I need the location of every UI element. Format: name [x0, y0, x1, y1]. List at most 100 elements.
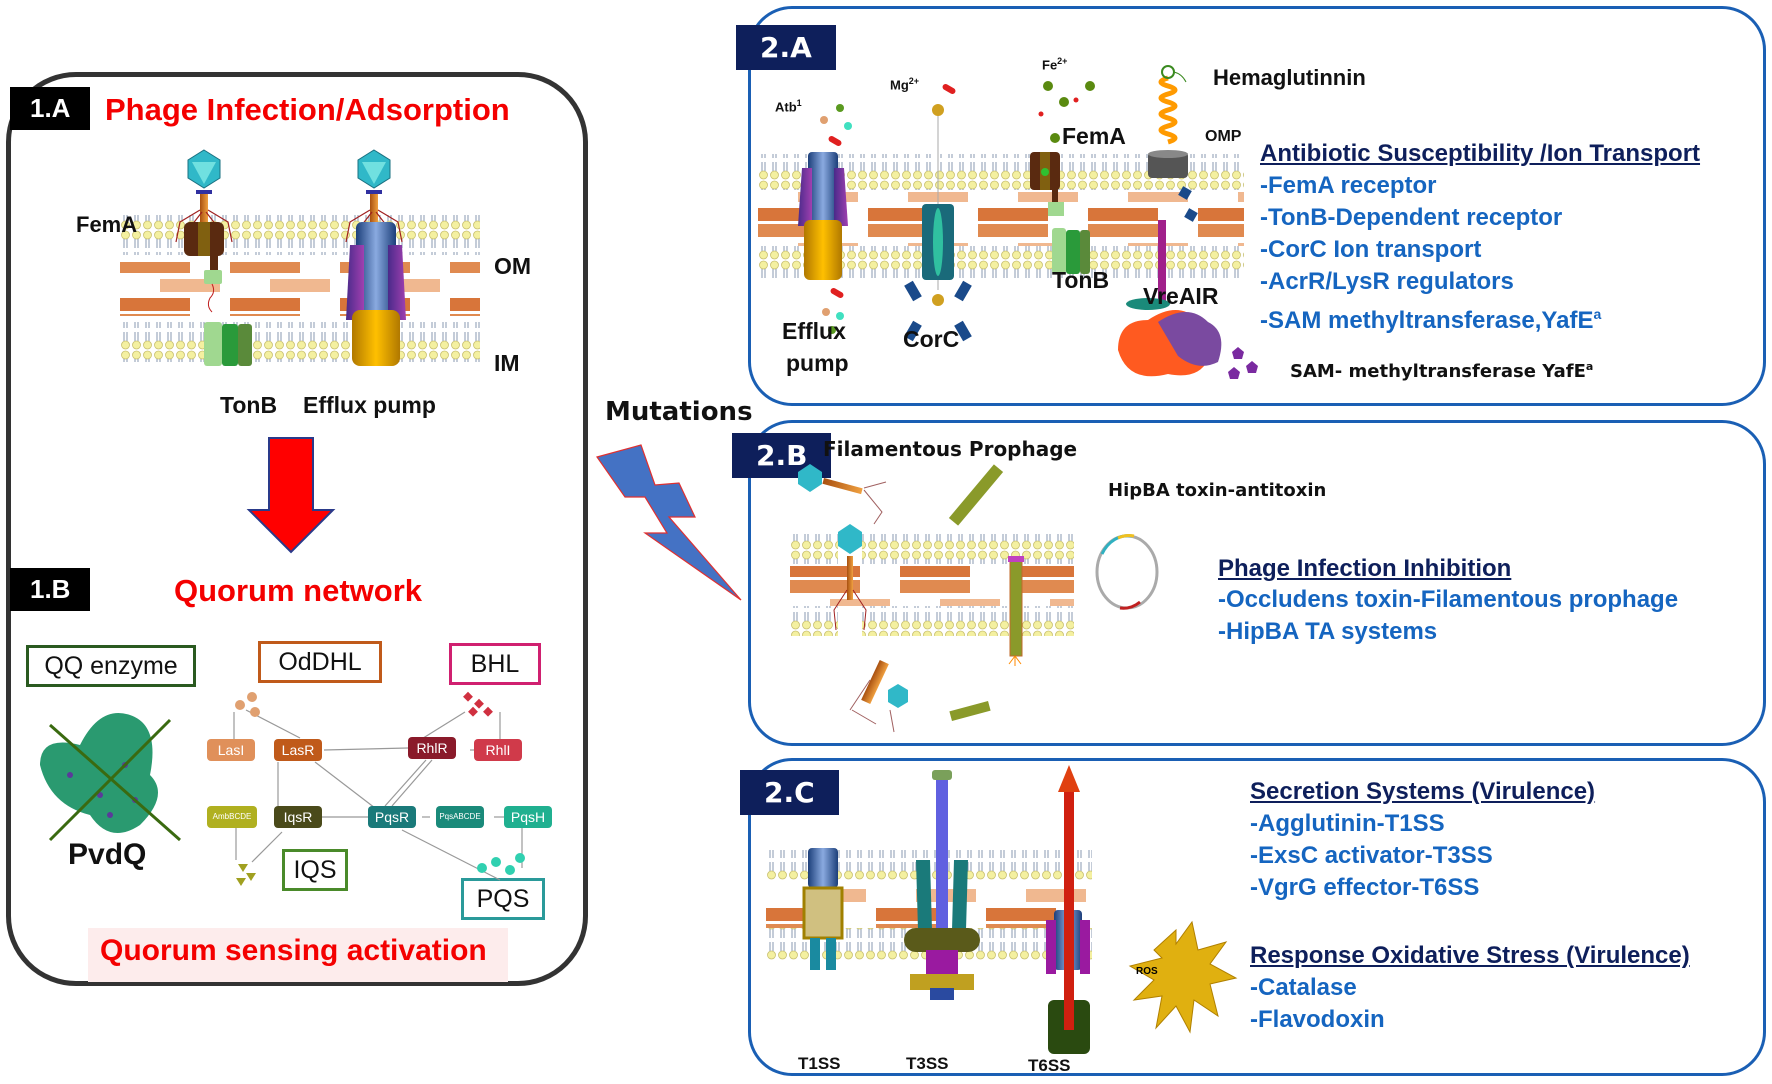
panel-1: [6, 72, 588, 986]
mg-text: Mg: [890, 77, 909, 93]
corc-icon: [904, 84, 972, 342]
t1ss-icon: [802, 848, 844, 970]
mutations-label: Mutations: [605, 397, 753, 427]
fe-text: Fe: [1042, 57, 1058, 73]
node-pqsr: PqsR: [368, 806, 416, 828]
label-hipba: HipBA toxin-antitoxin: [1108, 480, 1327, 501]
label-im: IM: [494, 350, 520, 376]
free-phage-icon: [798, 464, 887, 525]
quorum-network-edges: [230, 691, 525, 886]
tonb-icon: [1052, 228, 1090, 274]
panel-2c: [748, 758, 1766, 1076]
box-oddhl: OdDHL: [258, 641, 382, 683]
node-pqsabcde: PqsABCDE: [436, 806, 484, 828]
broken-phage-icon: [849, 659, 991, 733]
inner-membrane: [120, 322, 480, 362]
phage-icon: [345, 149, 403, 243]
panel-2a-heading: Antibiotic Susceptibility /Ion Transport: [1260, 140, 1701, 167]
fema-receptor-icon: [184, 222, 224, 313]
phage-icon: [833, 524, 867, 631]
node-iqsr: IqsR: [274, 806, 322, 828]
panel-2c-heading-1: Secretion Systems (Virulence): [1250, 778, 1596, 805]
oddhl-molecules-icon: [235, 692, 260, 717]
pvdq-protein-icon: [40, 713, 181, 842]
label-filamentous-prophage: Filamentous Prophage: [823, 437, 1078, 461]
list-item-sup: a: [1593, 306, 1602, 322]
label-tonb: TonB: [220, 392, 278, 418]
iqs-molecules-icon: [236, 864, 256, 886]
sam-text: SAM- methyltransferase YafE: [1290, 361, 1586, 382]
label-corc: CorC: [903, 326, 960, 352]
panel-2c-list-2: -Catalase -Flavodoxin: [1250, 972, 1385, 1036]
panel-2b-diagram: [790, 464, 1074, 733]
panel-1a-tag: 1.A: [10, 87, 91, 130]
quorum-activation-footer: [88, 928, 508, 982]
node-rhli: RhlI: [474, 739, 522, 761]
list-item: -CorC Ion transport: [1260, 236, 1482, 263]
omp-hemaglutinnin-icon: [1148, 65, 1198, 222]
peptidoglycan-layer: [120, 262, 480, 316]
node-pqsh: PqsH: [504, 806, 552, 828]
panel-2c-list-1: -Agglutinin-T1SS -ExsC activator-T3SS -V…: [1250, 808, 1493, 904]
label-omp: OMP: [1205, 128, 1242, 145]
inner-membrane: [862, 606, 1074, 636]
t6ss-icon: [1046, 765, 1090, 1054]
lightning-bolt-icon: [596, 444, 742, 601]
box-iqs: IQS: [282, 849, 348, 891]
list-item: -Flavodoxin: [1250, 1006, 1385, 1033]
filamentous-prophage-icon: [1008, 556, 1024, 666]
outer-membrane: [790, 534, 838, 564]
panel-1b-tag: 1.B: [10, 568, 91, 611]
label-t1ss: T1SS: [798, 1054, 841, 1073]
list-item: -ExsC activator-T3SS: [1250, 842, 1493, 869]
label-hemaglutinnin: Hemaglutinnin: [1213, 65, 1366, 90]
node-lasr: LasR: [274, 739, 322, 761]
label-sam-methyltransferase: SAM- methyltransferase YafEa: [1290, 360, 1593, 382]
label-tonb-2a: TonB: [1052, 267, 1110, 293]
panel-2b-list: -Occludens toxin-Filamentous prophage -H…: [1218, 584, 1678, 648]
label-efflux-pump: Efflux pump: [303, 392, 436, 418]
fema-receptor-icon: [1030, 81, 1095, 216]
sam-sup: a: [1585, 360, 1594, 373]
list-item-text: -SAM methyltransferase,YafE: [1260, 307, 1594, 334]
panel-2a: [748, 6, 1766, 406]
panel-2a-list: -FemA receptor -TonB-Dependent receptor …: [1260, 170, 1601, 337]
ros-label: ROS: [1136, 966, 1158, 977]
list-item: -FemA receptor: [1260, 172, 1437, 199]
list-item: -AcrR/LysR regulators: [1260, 268, 1514, 295]
label-fema-2a: FemA: [1062, 123, 1126, 149]
node-rhlr: RhlR: [408, 737, 456, 759]
panel-2a-membrane-diagram: [758, 65, 1258, 379]
label-atb: Atb1: [775, 98, 802, 114]
list-item: -Catalase: [1250, 974, 1357, 1001]
efflux-pump-icon: [346, 222, 406, 366]
efflux-pump-icon: [798, 104, 852, 334]
quorum-activation-label: Quorum sensing activation: [100, 934, 487, 967]
panel-2b: [748, 420, 1766, 746]
list-item: -SAM methyltransferase,YafEa: [1260, 298, 1601, 337]
panel-2a-tag: 2.A: [736, 25, 836, 70]
tonb-icon: [204, 322, 252, 366]
list-item: -TonB-Dependent receptor: [1260, 204, 1563, 231]
vreair-icon: [1126, 220, 1170, 310]
atb-text: Atb: [775, 99, 797, 115]
list-item: -Occludens toxin-Filamentous prophage: [1218, 586, 1679, 613]
panel-1b-title: Quorum network: [174, 573, 423, 608]
list-item: -HipBA TA systems: [1218, 618, 1438, 645]
panel-2c-heading-2: Response Oxidative Stress (Virulence): [1250, 942, 1690, 969]
label-mg: Mg2+: [890, 76, 919, 92]
fe-sup: 2+: [1057, 56, 1068, 66]
bhl-molecules-icon: [463, 691, 493, 717]
free-filamentous-prophage-icon: [948, 464, 1004, 526]
panel-2b-heading: Phage Infection Inhibition: [1218, 555, 1512, 582]
label-om: OM: [494, 253, 532, 279]
label-efflux-2a: Efflux: [782, 318, 846, 344]
label-vreair: VreAIR: [1143, 283, 1219, 309]
node-lasi: LasI: [207, 739, 255, 761]
list-item: -VgrG effector-T6SS: [1250, 874, 1480, 901]
label-pvdq: PvdQ: [68, 838, 147, 871]
atb-sup: 1: [796, 98, 802, 108]
panel-1a-membrane-diagram: [120, 149, 480, 366]
ros-icon: [1128, 920, 1238, 1034]
label-fema: FemA: [76, 212, 138, 237]
